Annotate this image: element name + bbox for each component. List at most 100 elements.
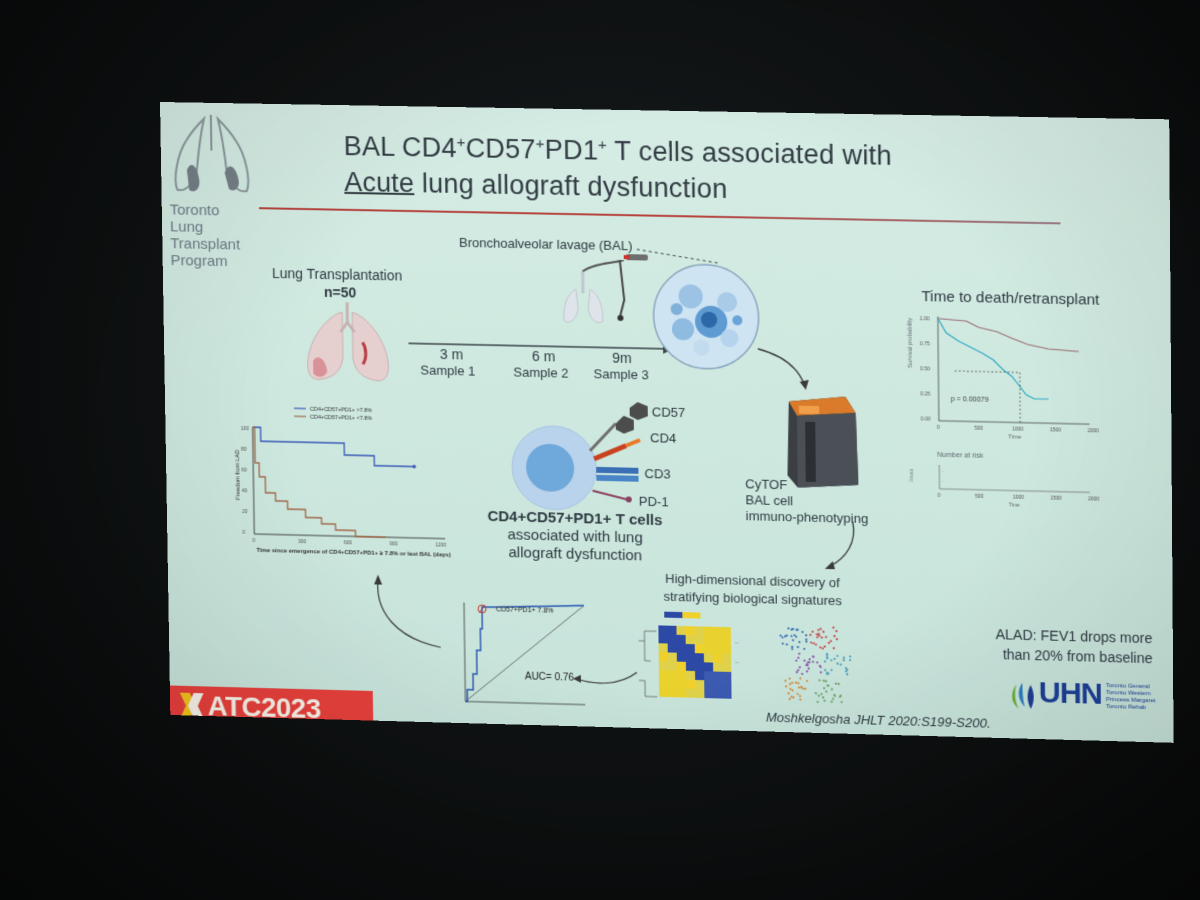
heatmap-cell <box>703 626 713 636</box>
title-part: CD57 <box>465 133 536 165</box>
heatmap-cell <box>659 678 669 689</box>
heatmap-cell <box>667 652 677 662</box>
tsne-dot <box>798 640 801 644</box>
heatmap-cell <box>667 661 677 671</box>
survival-pvalue: p = 0.00079 <box>951 396 989 404</box>
tsne-dot <box>808 658 811 661</box>
tick-label: 1000 <box>1013 495 1025 501</box>
tick-label: 40 <box>242 488 248 494</box>
tsne-dot <box>804 687 807 690</box>
title-part: T cells associated with <box>606 135 893 171</box>
heatmap-cell <box>667 634 677 644</box>
auc-label: AUC= 0.76 <box>525 671 575 683</box>
tsne-dot <box>832 647 835 650</box>
tsne-dot <box>799 677 802 680</box>
tsne-dot <box>807 667 810 670</box>
tsne-dot <box>809 633 812 636</box>
tsne-dot <box>819 671 822 674</box>
uhn-leaf-icon <box>1012 682 1034 710</box>
title-part: PD1 <box>544 134 599 166</box>
heatmap-cell <box>658 652 668 662</box>
alad-line: than 20% from baseline <box>1002 646 1153 667</box>
km-xlabel: Time since emergence of CD4+CD57+PD1+ ≥ … <box>257 548 451 559</box>
risk-row-value: ·· <box>941 470 945 475</box>
tsne-dot <box>797 682 800 685</box>
tcell-markers-icon <box>503 401 685 521</box>
survival-chart: Survival probability 1.000.750.500.250.0… <box>907 308 1099 441</box>
tick-label: 500 <box>975 494 984 500</box>
tsne-dot <box>802 687 805 690</box>
program-name: Toronto Lung Transplant Program <box>170 202 241 271</box>
bal-label: Bronchoalveolar lavage (BAL) <box>458 234 633 254</box>
heatmap-cell <box>722 680 732 690</box>
tsne-dot <box>784 685 788 688</box>
program-name-line: Program <box>170 252 228 271</box>
heatmap-row-label: — <box>735 659 739 664</box>
heatmap-cell <box>694 626 704 636</box>
tsne-dot <box>812 642 815 645</box>
heatmap-cell <box>676 643 686 653</box>
tsne-dot <box>797 656 800 659</box>
tsne-dot <box>833 657 836 661</box>
heatmap-cell <box>677 679 687 689</box>
tick-label: 900 <box>389 541 398 547</box>
tsne-dot <box>811 660 815 663</box>
tick-label: 0.00 <box>921 416 931 422</box>
heatmap-cell <box>694 644 704 654</box>
bal-procedure-icon <box>553 259 634 341</box>
slide-title-line1: BAL CD4+CD57+PD1+ T cells associated wit… <box>343 131 892 172</box>
tick-label: 0 <box>937 493 940 499</box>
tsne-plot-icon <box>779 626 852 704</box>
tsne-dot <box>784 679 787 682</box>
program-name-line: Transplant <box>170 235 241 254</box>
tsne-dot <box>824 635 828 639</box>
tsne-dot <box>791 645 794 649</box>
tick-label: 60 <box>241 467 247 473</box>
tsne-dot <box>818 679 821 682</box>
tsne-dot <box>821 647 824 650</box>
heatmap-cell <box>695 688 705 699</box>
title-sup: + <box>597 136 608 154</box>
heatmap-cell <box>704 671 714 681</box>
tsne-dot <box>788 683 792 686</box>
heatmap-cell <box>686 688 696 698</box>
heatmap-cell <box>676 634 686 644</box>
tsne-dot <box>793 634 796 637</box>
tsne-dot <box>788 677 791 680</box>
marker-cd4: CD4 <box>649 430 677 446</box>
heatmap-cell <box>703 662 714 672</box>
tsne-dot <box>819 646 822 649</box>
heatmap-cell <box>658 670 669 680</box>
title-part: lung allograft dysfunction <box>413 168 728 205</box>
tsne-dot <box>792 696 795 699</box>
heatmap-cell <box>668 679 678 689</box>
cohort-size-label: n=50 <box>323 283 357 301</box>
heatmap-cell <box>659 687 669 698</box>
tsne-dot <box>805 638 808 641</box>
heatmap-cell <box>658 625 668 635</box>
bronchoscope-icon <box>623 254 648 261</box>
tsne-dot <box>805 670 809 673</box>
tsne-dot <box>820 692 823 696</box>
tsne-dot <box>834 682 838 685</box>
tsne-dot <box>822 696 825 699</box>
risk-side-label: Strata <box>909 469 915 483</box>
heatmap-cell <box>704 689 714 699</box>
lungs-illustration-icon <box>307 301 389 381</box>
alad-definition: ALAD: FEV1 drops more than 20% from base… <box>979 624 1152 669</box>
heatmap-cell <box>685 635 695 645</box>
heatmap-cell <box>703 644 713 654</box>
heatmap-cell <box>713 671 723 681</box>
heatmap-cell <box>722 662 732 672</box>
heatmap-cell <box>686 679 696 689</box>
heatmap-cell <box>676 670 687 680</box>
timeline-sample: Sample 3 <box>593 366 649 383</box>
heatmap-cell <box>703 635 713 645</box>
timeline-sample: Sample 1 <box>420 362 476 379</box>
tsne-dot <box>816 700 819 704</box>
tsne-dot <box>836 662 839 665</box>
tick-label: 500 <box>974 426 983 432</box>
